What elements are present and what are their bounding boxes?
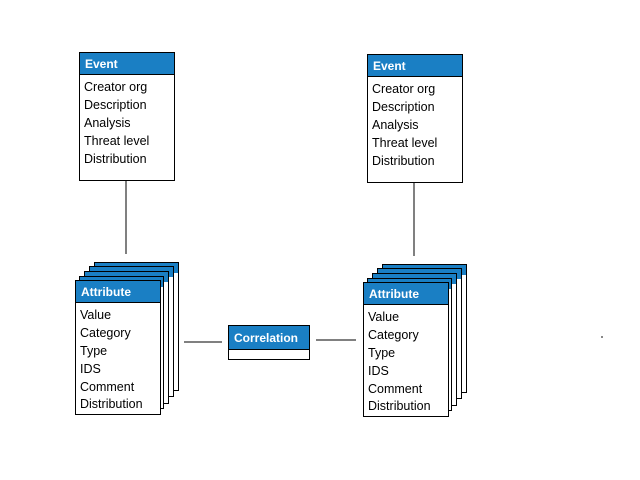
attribute-entity-left[interactable]: Attribute Value Category Type IDS Commen… xyxy=(75,280,161,415)
event-field-description: Description xyxy=(84,98,147,112)
attribute-field-distribution: Distribution xyxy=(368,399,431,413)
event-field-creator-org: Creator org xyxy=(84,80,148,94)
event-field-threat-level: Threat level xyxy=(84,134,150,148)
event-fields-right: Creator org Description Analysis Threat … xyxy=(368,77,462,170)
attribute-field-ids: IDS xyxy=(368,364,389,378)
event-field-distribution: Distribution xyxy=(84,152,147,166)
attribute-fields-left: Value Category Type IDS Comment Distribu… xyxy=(76,303,160,412)
event-field-distribution: Distribution xyxy=(372,154,435,168)
attribute-title-right: Attribute xyxy=(364,283,448,305)
event-field-analysis: Analysis xyxy=(372,118,419,132)
attribute-title-left: Attribute xyxy=(76,281,160,303)
attribute-entity-right[interactable]: Attribute Value Category Type IDS Commen… xyxy=(363,282,449,417)
event-title-right: Event xyxy=(368,55,462,77)
attribute-field-ids: IDS xyxy=(80,362,101,376)
attribute-field-category: Category xyxy=(368,328,419,342)
event-title-left: Event xyxy=(80,53,174,75)
attribute-fields-right: Value Category Type IDS Comment Distribu… xyxy=(364,305,448,414)
attribute-field-distribution: Distribution xyxy=(80,397,143,411)
attribute-field-type: Type xyxy=(368,346,396,360)
event-field-creator-org: Creator org xyxy=(372,82,436,96)
stray-mark xyxy=(601,336,603,338)
attribute-field-value: Value xyxy=(80,308,112,322)
correlation-title: Correlation xyxy=(229,326,309,350)
event-entity-right[interactable]: Event Creator org Description Analysis T… xyxy=(367,54,463,183)
event-field-threat-level: Threat level xyxy=(372,136,438,150)
attribute-field-comment: Comment xyxy=(368,382,423,396)
correlation-entity[interactable]: Correlation xyxy=(228,325,310,360)
event-entity-left[interactable]: Event Creator org Description Analysis T… xyxy=(79,52,175,181)
attribute-field-type: Type xyxy=(80,344,108,358)
attribute-field-category: Category xyxy=(80,326,131,340)
attribute-field-value: Value xyxy=(368,310,400,324)
event-field-analysis: Analysis xyxy=(84,116,131,130)
event-field-description: Description xyxy=(372,100,435,114)
attribute-field-comment: Comment xyxy=(80,380,135,394)
event-fields-left: Creator org Description Analysis Threat … xyxy=(80,75,174,168)
